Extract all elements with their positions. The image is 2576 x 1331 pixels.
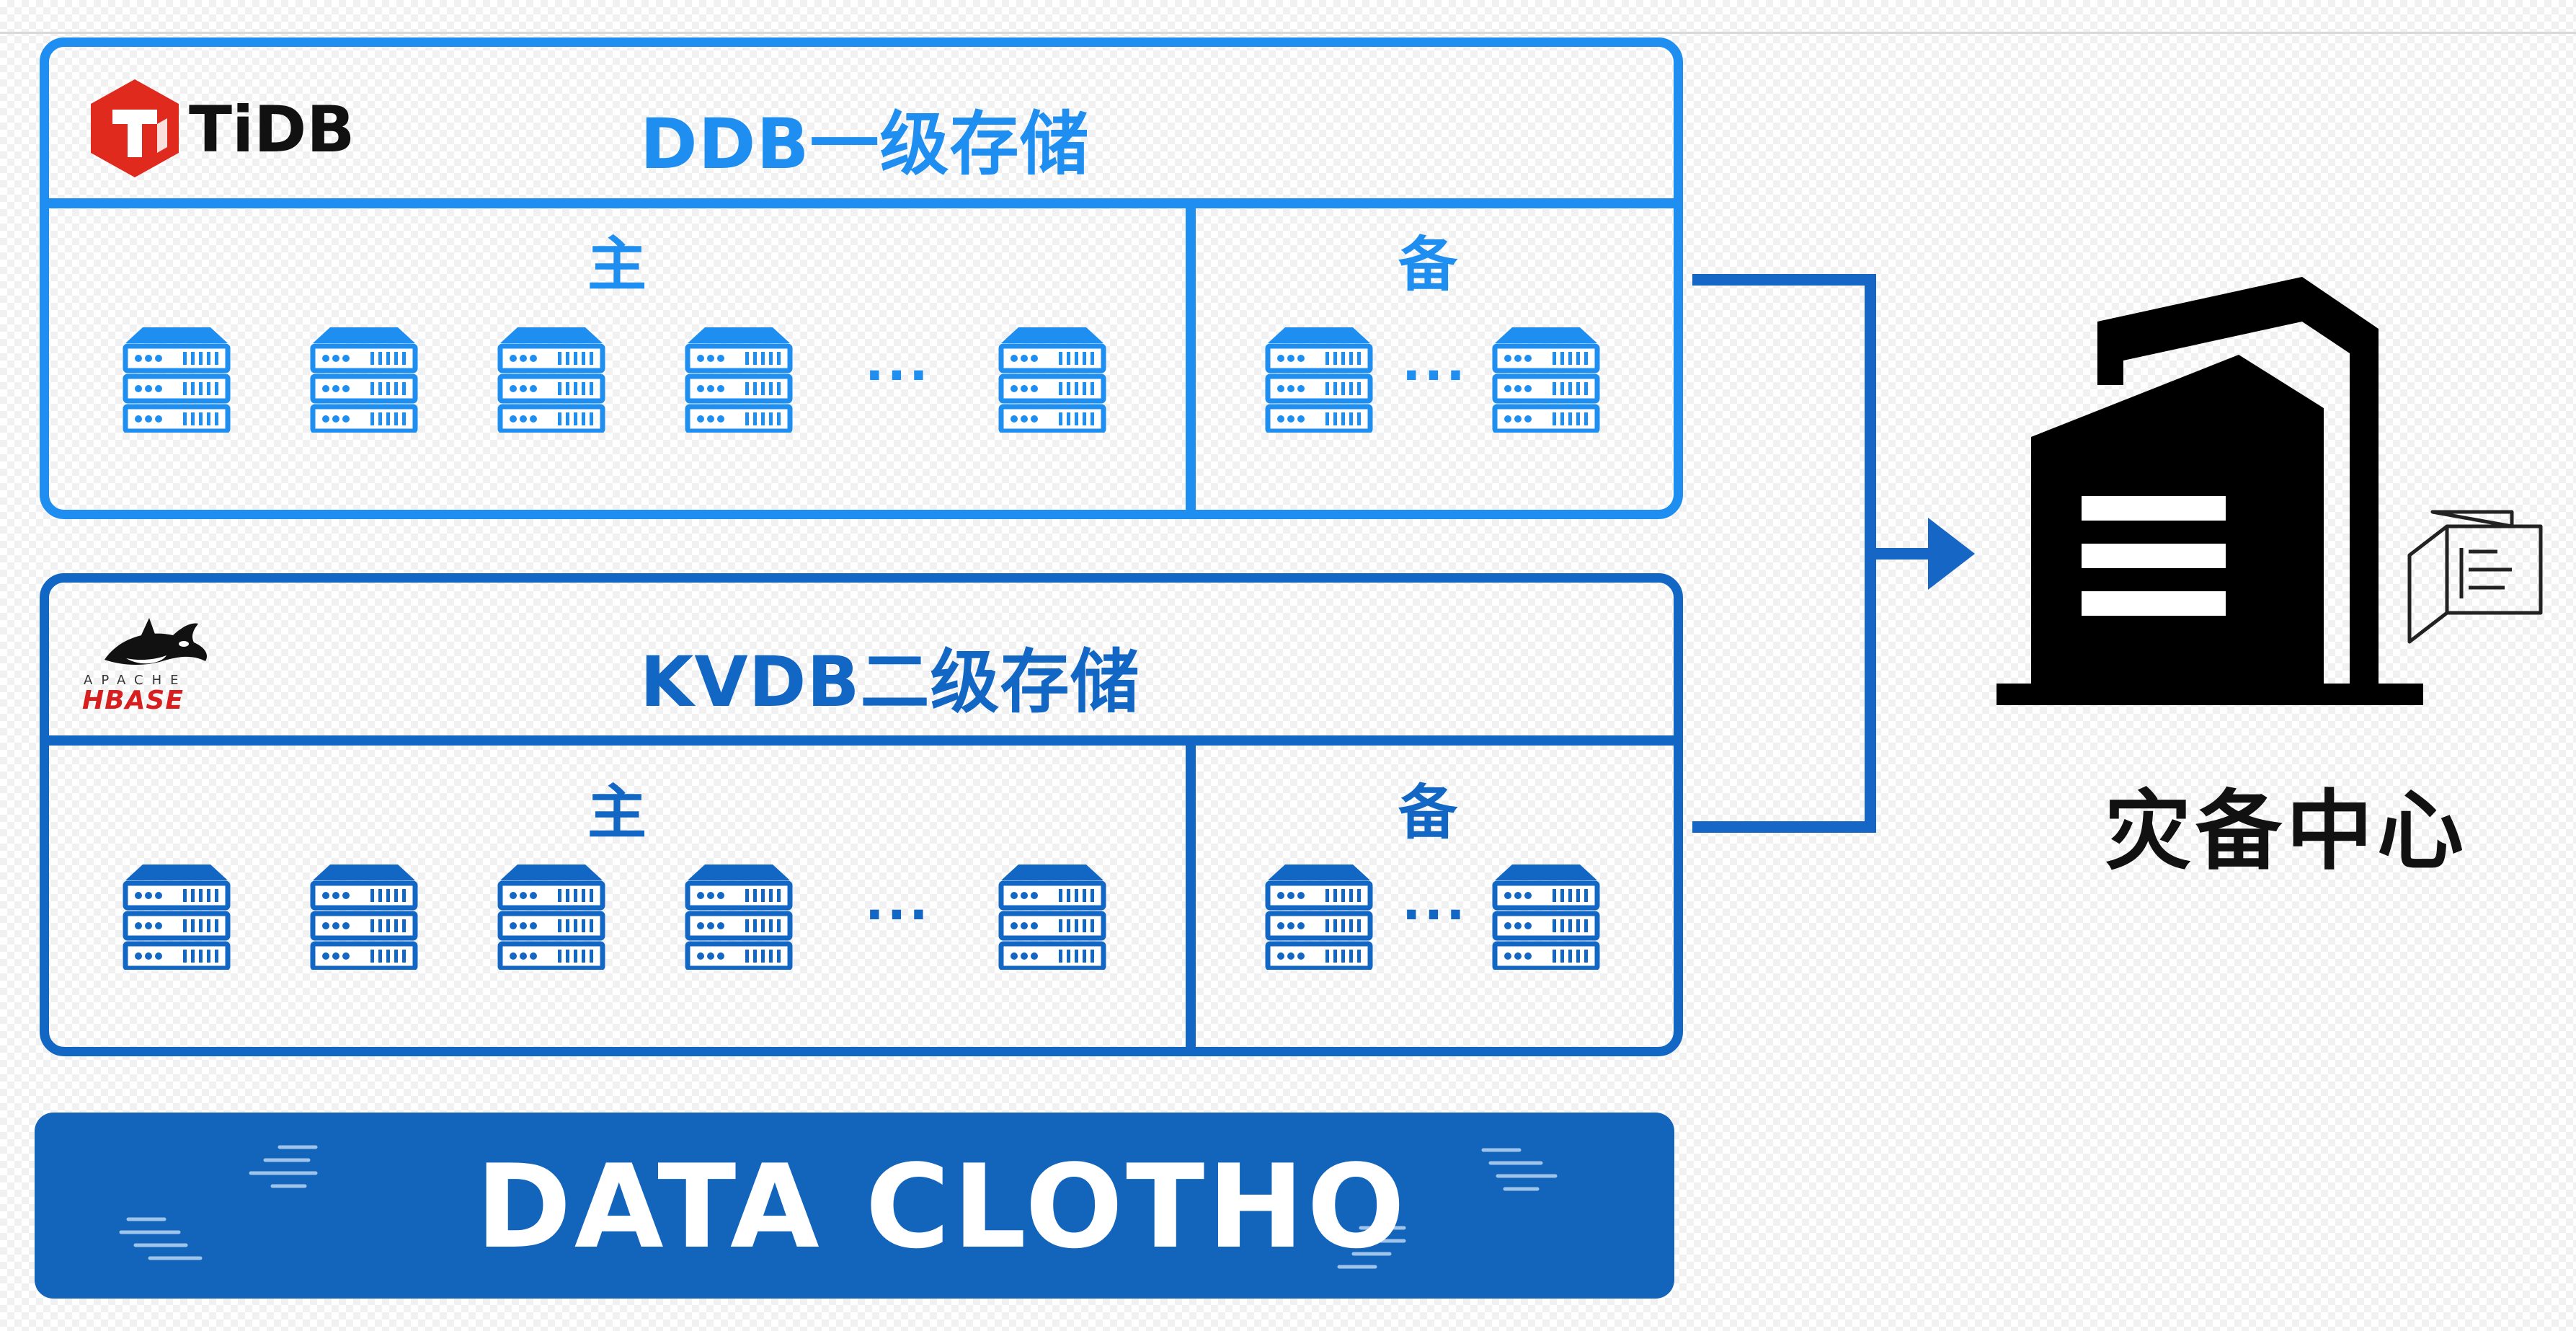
ddb-backup-server-1 <box>1265 324 1373 433</box>
dr-center-label: 灾备中心 <box>2105 782 2468 882</box>
ddb-primary-server-1 <box>123 324 231 433</box>
kvdb-backup-ellipsis: ··· <box>1402 885 1468 945</box>
ddb-primary-server-2 <box>310 324 418 433</box>
orca-icon <box>105 618 208 665</box>
kvdb-primary-server-1 <box>123 862 231 970</box>
speed-lines-icon <box>119 1145 1558 1269</box>
ddb-primary-server-4 <box>685 324 793 433</box>
hbase-logo-bottom: HBASE <box>82 686 184 715</box>
kvdb-section-divider <box>1186 740 1196 1047</box>
tidb-logo: TiDB <box>88 78 355 179</box>
building-icon <box>1997 277 2423 705</box>
ddb-backup-server-2 <box>1492 324 1600 433</box>
ddb-backup-ellipsis: ··· <box>1402 346 1468 405</box>
kvdb-backup-server-1 <box>1265 862 1373 970</box>
kvdb-primary-server-3 <box>497 862 605 970</box>
kvdb-primary-server-2 <box>310 862 418 970</box>
ddb-primary-ellipsis: ··· <box>865 346 931 405</box>
kvdb-header-divider <box>49 735 1674 746</box>
ddb-backup-label: 备 <box>1398 231 1458 299</box>
dataclotho-banner <box>35 1113 1674 1299</box>
ddb-title: DDB一级存储 <box>640 104 1090 185</box>
kvdb-primary-server-5 <box>998 862 1106 970</box>
ddb-header-divider <box>49 198 1674 208</box>
tidb-logo-text: TiDB <box>189 92 355 167</box>
dataclotho-wordmark: DATA CLOTHO <box>476 1139 1408 1274</box>
hbase-logo-top: APACHE <box>84 673 187 688</box>
kvdb-primary-label: 主 <box>587 779 647 847</box>
ddb-primary-server-3 <box>497 324 605 433</box>
kvdb-primary-ellipsis: ··· <box>865 885 931 945</box>
ddb-primary-label: 主 <box>587 231 647 299</box>
kvdb-storage-panel <box>40 573 1683 1056</box>
top-divider <box>0 32 2576 34</box>
ddb-section-divider <box>1186 203 1196 512</box>
ddb-storage-panel <box>40 37 1683 519</box>
tidb-logo-icon <box>91 79 179 177</box>
kvdb-backup-server-2 <box>1492 862 1600 970</box>
kvdb-title: KVDB二级存储 <box>640 642 1140 722</box>
document-icon <box>2407 510 2543 644</box>
kvdb-primary-server-4 <box>685 862 793 970</box>
ddb-primary-server-5 <box>998 324 1106 433</box>
kvdb-backup-label: 备 <box>1398 779 1458 847</box>
hbase-logo: APACHE HBASE <box>79 616 216 715</box>
